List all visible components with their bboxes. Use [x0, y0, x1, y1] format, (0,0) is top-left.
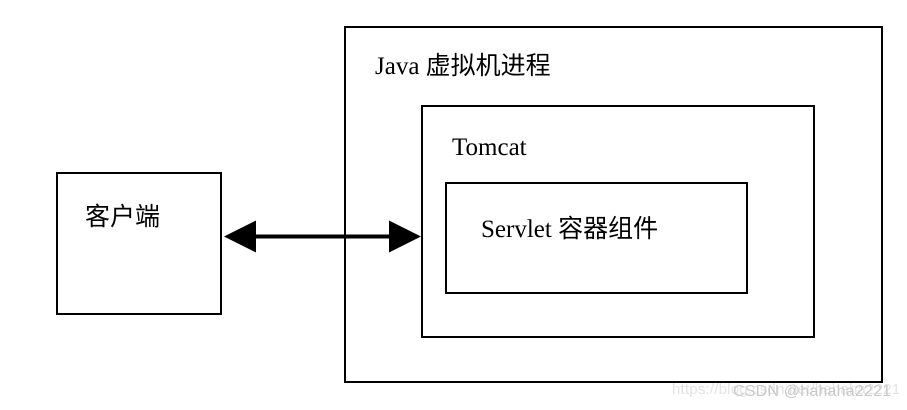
servlet-container-label: Servlet 容器组件 — [481, 216, 659, 243]
watermark-csdn: CSDN @hahaha2221 — [733, 383, 892, 400]
jvm-process-label: Java 虚拟机进程 — [375, 53, 551, 80]
client-label: 客户端 — [85, 204, 161, 231]
client-box — [56, 172, 222, 315]
servlet-container-box — [445, 182, 748, 294]
tomcat-label: Tomcat — [452, 134, 527, 161]
bidirectional-arrow-icon — [224, 220, 421, 253]
watermark-url: https://blog.csdn.net/hahaha2221 — [672, 381, 901, 398]
